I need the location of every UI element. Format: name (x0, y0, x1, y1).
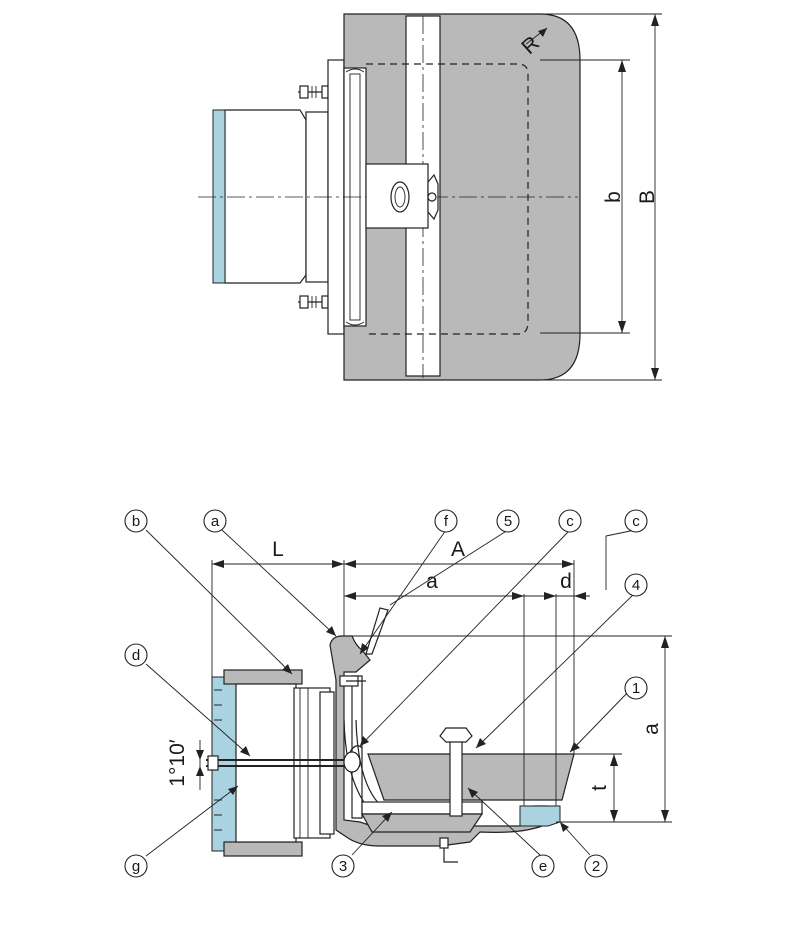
callout-2: 2 (584, 854, 608, 878)
dim-L-label: L (272, 538, 284, 561)
dim-d: d (524, 570, 590, 600)
dim-A: A (344, 538, 575, 600)
svg-text:b: b (132, 513, 140, 530)
svg-text:4: 4 (632, 577, 640, 594)
callout-1: 1 (624, 676, 648, 700)
callout-3: 3 (331, 854, 355, 878)
callout-b: b (124, 509, 148, 533)
fixing-bolt-section (339, 675, 366, 687)
callout-4: 4 (624, 573, 648, 597)
clamp-bolt-section (206, 745, 363, 773)
svg-text:c: c (632, 513, 640, 530)
svg-text:d: d (132, 647, 140, 664)
callout-d: d (124, 643, 148, 667)
leader-lines (145, 529, 637, 857)
svg-text:g: g (132, 858, 140, 875)
dim-angle-label: 1°10′ (166, 739, 189, 786)
gutter-section-body (329, 607, 561, 847)
callout-g: g (124, 854, 148, 878)
dim-A-label: A (451, 538, 465, 561)
svg-text:1: 1 (632, 680, 640, 697)
clamp-plate (365, 163, 439, 229)
callout-5: 5 (496, 509, 520, 533)
dim-d-label: d (560, 570, 572, 593)
svg-text:3: 3 (339, 858, 347, 875)
callout-c-2: c (624, 509, 648, 533)
svg-text:c: c (566, 513, 574, 530)
top-view: R b B (198, 13, 662, 381)
dim-a-horizontal-label: a (426, 570, 438, 593)
callout-c-1: c (558, 509, 582, 533)
wing-bolt-section (439, 727, 473, 863)
dim-b: b (540, 59, 630, 334)
dim-angle: 1°10′ (166, 739, 204, 790)
grate-section (367, 753, 575, 801)
pipe-section (211, 669, 335, 857)
dim-t-label: t (588, 785, 611, 791)
dim-a-horizontal: a (344, 570, 524, 600)
dim-t: t (566, 753, 622, 823)
dim-a-vertical-label: a (640, 723, 663, 735)
section-view: L A a d (124, 509, 672, 878)
hidden-outline (366, 63, 529, 335)
dim-b-label: b (602, 191, 625, 203)
dim-B: B (540, 13, 662, 381)
callout-e: e (531, 854, 555, 878)
svg-text:a: a (211, 513, 220, 530)
callout-a: a (203, 509, 227, 533)
svg-text:e: e (539, 858, 547, 875)
callout-f: f (434, 509, 458, 533)
dim-L: L (211, 538, 345, 680)
svg-text:2: 2 (592, 858, 600, 875)
svg-text:5: 5 (504, 513, 512, 530)
pipe-spigot (212, 109, 329, 284)
dim-B-label: B (636, 190, 659, 204)
dim-a-vertical: a (350, 635, 672, 823)
svg-text:f: f (444, 513, 449, 530)
